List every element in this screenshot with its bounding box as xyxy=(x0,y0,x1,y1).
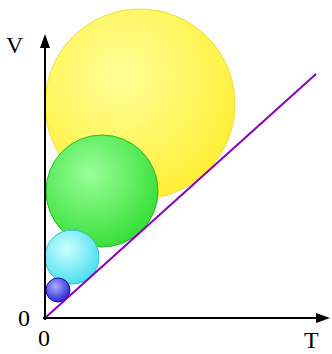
v-axis xyxy=(44,44,46,320)
t-axis xyxy=(43,317,318,319)
axis-label: V xyxy=(6,33,23,57)
t-axis-arrow xyxy=(316,313,330,323)
axis-label: T xyxy=(304,328,319,352)
origin-label: 0 xyxy=(18,306,30,330)
isobar-line xyxy=(45,74,316,318)
origin-label: 0 xyxy=(38,326,50,350)
v-axis-arrow xyxy=(40,34,50,48)
